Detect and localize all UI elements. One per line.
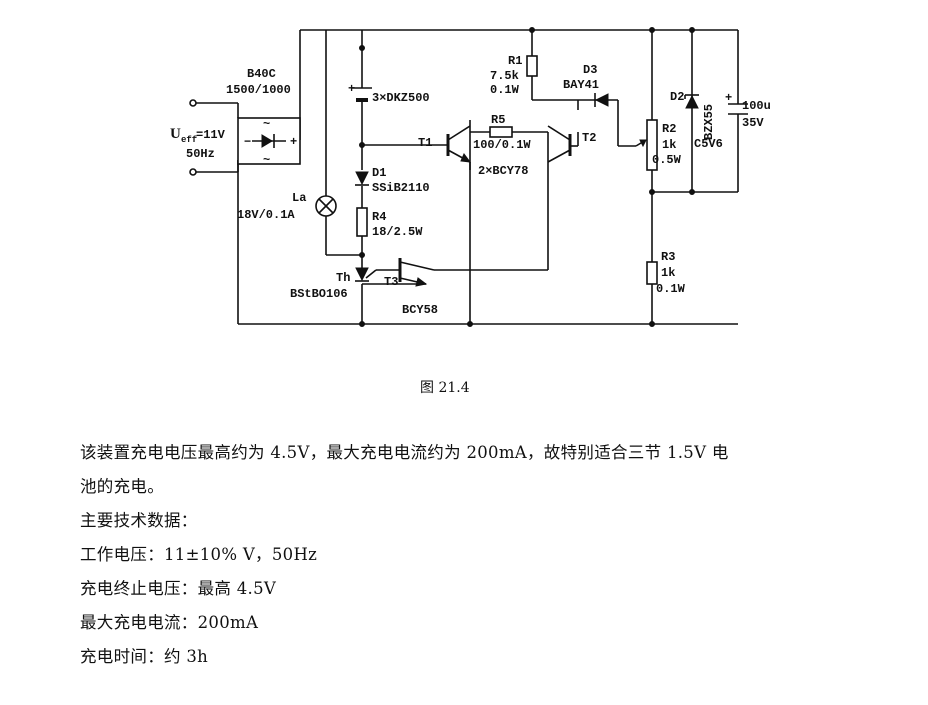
capacitor-plus: +: [725, 91, 732, 105]
label-d2-code: C5V6: [694, 137, 723, 151]
label-cap-value: 100u: [742, 99, 771, 113]
label-battery: 3×DKZ500: [372, 91, 430, 105]
resistor-r3-symbol: [646, 261, 658, 285]
label-t3-type: BCY58: [402, 303, 438, 317]
diode-d1-symbol: [355, 171, 369, 186]
label-lamp-rating: 18V/0.1A: [237, 208, 295, 222]
bridge-tilde-bottom: ~: [263, 153, 270, 167]
label-t3: T3: [384, 275, 398, 289]
label-r5-name: R5: [491, 113, 505, 127]
junction-dots: [359, 27, 695, 327]
label-t2: T2: [582, 131, 596, 145]
label-r1-name: R1: [508, 54, 522, 68]
label-r4-value: 18/2.5W: [372, 225, 423, 239]
circuit-wires: [194, 29, 739, 325]
bridge-minus: −: [244, 135, 251, 149]
circuit-schematic: ~ ~ − + +: [170, 27, 771, 327]
intro-line-2: 池的充电。: [80, 477, 164, 496]
diode-d3-symbol: [594, 93, 609, 107]
label-r3-value: 1k: [661, 266, 675, 280]
resistor-r1-symbol: [526, 55, 538, 77]
label-d1-name: D1: [372, 166, 386, 180]
label-r1-value: 7.5k: [490, 69, 519, 83]
bridge-rectifier-symbol: [237, 117, 301, 165]
label-cap-voltage: 35V: [742, 116, 764, 130]
label-r2-power: 0.5W: [652, 153, 682, 167]
bridge-tilde-top: ~: [263, 117, 270, 131]
spec-end-voltage: 充电终止电压：最高 4.5V: [80, 579, 277, 598]
label-d2-name: D2: [670, 90, 684, 104]
zener-d2-symbol: [684, 94, 699, 109]
spec-time: 充电时间：约 3h: [80, 647, 209, 666]
spec-list: 主要技术数据： 工作电压：11±10% V，50Hz 充电终止电压：最高 4.5…: [80, 504, 900, 674]
label-r2-name: R2: [662, 122, 676, 136]
transistor-t1-symbol: [446, 125, 472, 170]
label-bridge-rating: 1500/1000: [226, 83, 291, 97]
label-input-freq: 50Hz: [186, 147, 215, 161]
label-bridge-name: B40C: [247, 67, 276, 81]
transistor-t2-symbol: [547, 125, 578, 163]
spec-voltage: 工作电压：11±10% V，50Hz: [80, 545, 318, 564]
label-d3-type: BAY41: [563, 78, 599, 92]
label-d2-type: BZX55: [702, 104, 716, 140]
lamp-symbol: [315, 195, 337, 217]
label-d3-name: D3: [583, 63, 597, 77]
input-terminals: [189, 99, 197, 176]
label-input-voltage-u: U: [170, 126, 181, 142]
intro-line-1: 该装置充电电压最高约为 4.5V，最大充电电流约为 200mA，故特别适合三节 …: [80, 443, 729, 462]
transistor-t3-symbol: [398, 258, 428, 287]
label-r5-value: 100/0.1W: [473, 138, 531, 152]
label-th-name: Th: [336, 271, 350, 285]
battery-symbol: [352, 87, 372, 102]
label-t12-type: 2×BCY78: [478, 164, 528, 178]
label-r2-value: 1k: [662, 138, 676, 152]
label-r1-power: 0.1W: [490, 83, 520, 97]
bridge-plus: +: [290, 135, 297, 149]
battery-plus: +: [348, 82, 355, 96]
label-input-voltage-sub: eff: [181, 135, 197, 145]
label-t1: T1: [418, 136, 432, 150]
label-r4-name: R4: [372, 210, 386, 224]
capacitor-symbol: [728, 103, 748, 115]
label-lamp-name: La: [292, 191, 306, 205]
label-input-voltage-value: =11V: [196, 128, 226, 142]
resistor-r4-symbol: [356, 207, 368, 237]
spec-max-current: 最大充电电流：200mA: [80, 613, 259, 632]
resistor-r5-symbol: [489, 126, 513, 138]
label-d1-type: SSiB2110: [372, 181, 430, 195]
label-th-type: BStBO106: [290, 287, 348, 301]
label-r3-power: 0.1W: [656, 282, 686, 296]
spec-heading: 主要技术数据：: [80, 511, 198, 530]
intro-paragraph: 该装置充电电压最高约为 4.5V，最大充电电流约为 200mA，故特别适合三节 …: [80, 436, 900, 504]
figure-caption: 图 21.4: [420, 380, 470, 396]
label-r3-name: R3: [661, 250, 675, 264]
thyristor-symbol: [355, 267, 377, 282]
potentiometer-r2-symbol: [635, 119, 658, 171]
